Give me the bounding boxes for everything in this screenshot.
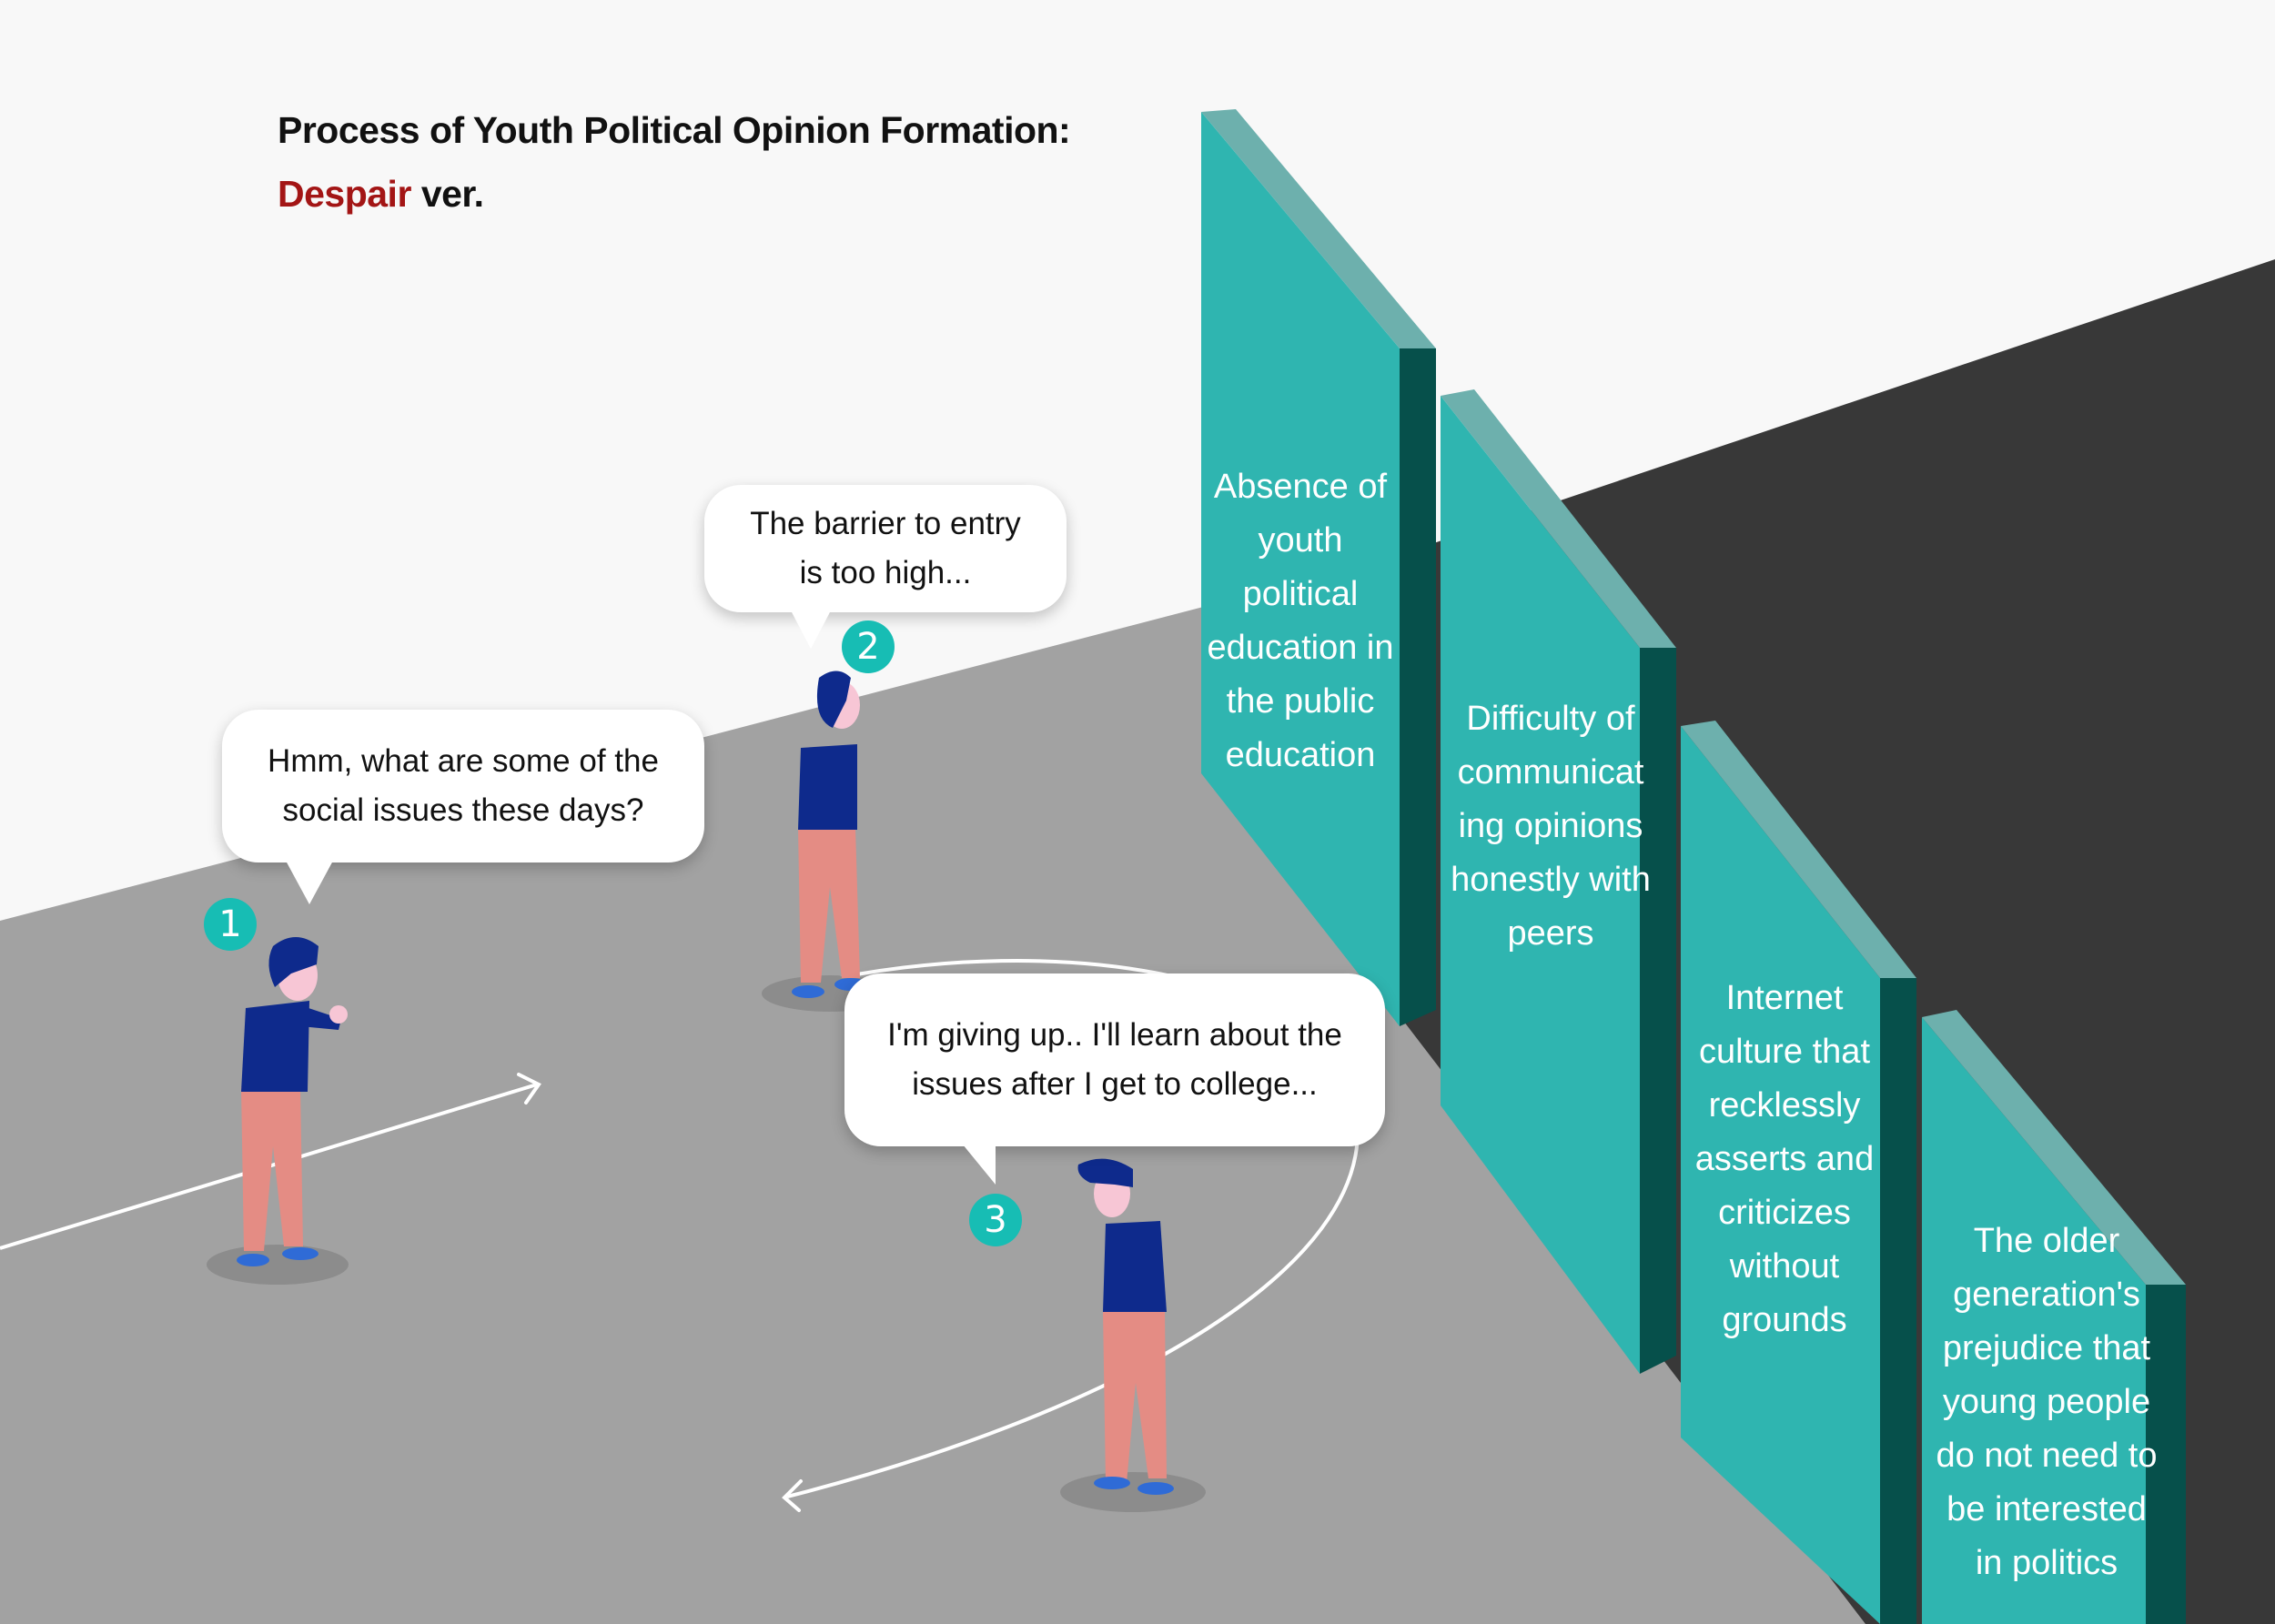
speech-3-line-1: I'm giving up.. I'll learn about the	[887, 1017, 1342, 1053]
barrier-1-text: Absence of youth political education in …	[1203, 460, 1398, 782]
wall-top	[1201, 109, 1436, 348]
ground-shadow	[207, 1245, 349, 1285]
title-line-2-rest: ver.	[410, 173, 484, 215]
torso	[1103, 1221, 1167, 1312]
barrier-4-line: prejudice that	[1942, 1329, 2151, 1367]
barrier-2-line: ing opinions	[1458, 807, 1643, 845]
barrier-4-line: in politics	[1975, 1544, 2118, 1582]
arrowhead-forward	[517, 1073, 541, 1105]
barrier-2-line: peers	[1507, 914, 1594, 953]
speech-1-line-2: social issues these days?	[282, 792, 644, 828]
title-line-1: Process of Youth Political Opinion Forma…	[278, 109, 1071, 151]
barrier-wall-1	[1201, 109, 1436, 1026]
wall-side	[1640, 648, 1676, 1374]
speech-bubble-2: The barrier to entry is too high...	[704, 485, 1067, 649]
barrier-1-line: education	[1225, 736, 1376, 774]
step-badge-3: 3	[969, 1194, 1022, 1246]
speech-3-line-2: issues after I get to college...	[912, 1066, 1318, 1102]
barrier-3-line: culture that	[1699, 1033, 1870, 1071]
person-1-figure	[207, 937, 349, 1285]
wall-side	[2146, 1285, 2186, 1624]
barrier-wall-3	[1681, 721, 1916, 1624]
barrier-4-line: be interested	[1946, 1490, 2147, 1528]
barrier-1-line: education in	[1207, 629, 1394, 667]
barrier-2-line: honestly with	[1451, 861, 1651, 899]
hand	[329, 1005, 348, 1024]
barrier-wall-4	[1922, 1010, 2186, 1624]
barrier-wall-2	[1441, 389, 1676, 1374]
barrier-4-text: The older generation's prejudice that yo…	[1922, 1215, 2171, 1590]
barrier-2-line: communicat	[1457, 753, 1644, 792]
arrowhead-return	[782, 1479, 803, 1512]
diagram-title: Process of Youth Political Opinion Forma…	[278, 98, 1071, 226]
step-badge-1: 1	[204, 898, 257, 951]
wall-top	[1441, 389, 1676, 648]
title-accent-word: Despair	[278, 173, 411, 215]
barrier-4-line: young people	[1942, 1383, 2151, 1421]
barrier-3-text: Internet culture that recklessly asserts…	[1685, 972, 1884, 1347]
barrier-2-text: Difficulty of communicat ing opinions ho…	[1441, 692, 1660, 961]
speech-2-line-1: The barrier to entry	[750, 506, 1021, 541]
wall-side	[1880, 978, 1916, 1624]
ground-shadow	[1060, 1472, 1206, 1512]
speech-bubble-3: I'm giving up.. I'll learn about the iss…	[844, 973, 1385, 1185]
legs	[241, 1087, 303, 1251]
shoe-left	[237, 1254, 269, 1266]
barrier-3-line: criticizes	[1718, 1194, 1851, 1232]
hair	[268, 937, 318, 987]
wall-face	[1681, 726, 1880, 1624]
barrier-4-line: generation's	[1953, 1276, 2140, 1314]
torso	[798, 744, 857, 830]
barrier-1-line: the public	[1226, 682, 1375, 721]
hair	[816, 671, 851, 728]
wall-top	[1681, 721, 1916, 978]
shoe-left	[792, 985, 824, 998]
shoe-right	[1138, 1482, 1174, 1495]
barrier-3-line: recklessly	[1708, 1086, 1861, 1125]
wall-face	[1201, 112, 1400, 1026]
barrier-1-line: youth	[1258, 521, 1343, 560]
hair	[1077, 1158, 1133, 1187]
person-3-figure	[1060, 1158, 1206, 1512]
barrier-2-line: Difficulty of	[1466, 700, 1635, 738]
legs	[798, 828, 860, 983]
arm	[300, 1005, 341, 1030]
barrier-4-line: do not need to	[1936, 1437, 2158, 1475]
wall-top	[1922, 1010, 2186, 1285]
barrier-3-line: without	[1729, 1247, 1840, 1286]
legs	[1103, 1310, 1167, 1483]
speech-1-line-1: Hmm, what are some of the	[268, 743, 659, 779]
shoe-left	[1094, 1477, 1130, 1489]
step-badge-2: 2	[842, 620, 895, 673]
barrier-1-line: Absence of	[1213, 468, 1388, 506]
wall-face	[1441, 396, 1640, 1374]
barrier-3-line: grounds	[1722, 1301, 1847, 1339]
wall-face	[1922, 1017, 2146, 1624]
barrier-3-line: asserts and	[1694, 1140, 1875, 1178]
speech-bubble-1: Hmm, what are some of the social issues …	[222, 710, 704, 904]
barrier-4-line: The older	[1973, 1222, 2120, 1260]
speech-2-line-2: is too high...	[799, 555, 972, 590]
shoe-right	[282, 1247, 318, 1260]
wall-side	[1400, 348, 1436, 1026]
torso	[241, 1001, 309, 1092]
barrier-3-line: Internet	[1725, 979, 1844, 1017]
barrier-1-line: political	[1242, 575, 1359, 613]
